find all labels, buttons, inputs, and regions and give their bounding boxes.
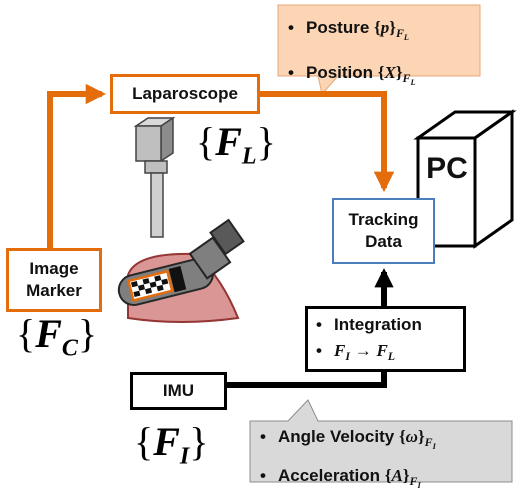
camera-frame-symbol: {FC} <box>16 311 98 362</box>
tracking-label-line1: Tracking <box>348 209 419 229</box>
image-marker-line2: Marker <box>26 281 82 300</box>
laparoscope-to-tracking-arrow <box>259 91 395 193</box>
integration-item: Integration <box>308 315 463 335</box>
angle-velocity-item: Angle Velocity {ω}FI <box>252 422 510 461</box>
imu-to-integration-line <box>227 372 387 388</box>
image-marker-box: Image Marker <box>6 248 102 312</box>
velocity-acceleration-callout: Angle Velocity {ω}FI Acceleration {A}FI <box>252 422 510 500</box>
imu-frame-symbol: {FI} <box>134 419 209 470</box>
marker-to-laparoscope-arrow <box>47 83 107 248</box>
laparoscope-label: Laparoscope <box>132 84 238 103</box>
image-marker-line1: Image <box>29 258 79 278</box>
laparoscope-box: Laparoscope <box>110 74 260 114</box>
position-item: Position {X}FL <box>280 55 480 100</box>
integration-box: Integration FI → FL <box>305 306 466 372</box>
tracking-label-line2: Data <box>365 232 402 251</box>
frame-transform-item: FI → FL <box>308 341 463 364</box>
imu-label: IMU <box>162 381 195 400</box>
pc-label: PC <box>426 152 468 185</box>
laparoscope-camera-icon <box>133 116 176 238</box>
tissue-marker-illustration <box>117 218 245 323</box>
imu-box: IMU <box>130 372 227 410</box>
posture-position-callout: Posture {p}FL Position {X}FL <box>280 10 480 100</box>
tracking-data-box: Tracking Data <box>332 198 435 264</box>
posture-item: Posture {p}FL <box>280 10 480 55</box>
acceleration-item: Acceleration {A}FI <box>252 461 510 500</box>
laparoscope-frame-symbol: {FL} <box>196 119 276 170</box>
